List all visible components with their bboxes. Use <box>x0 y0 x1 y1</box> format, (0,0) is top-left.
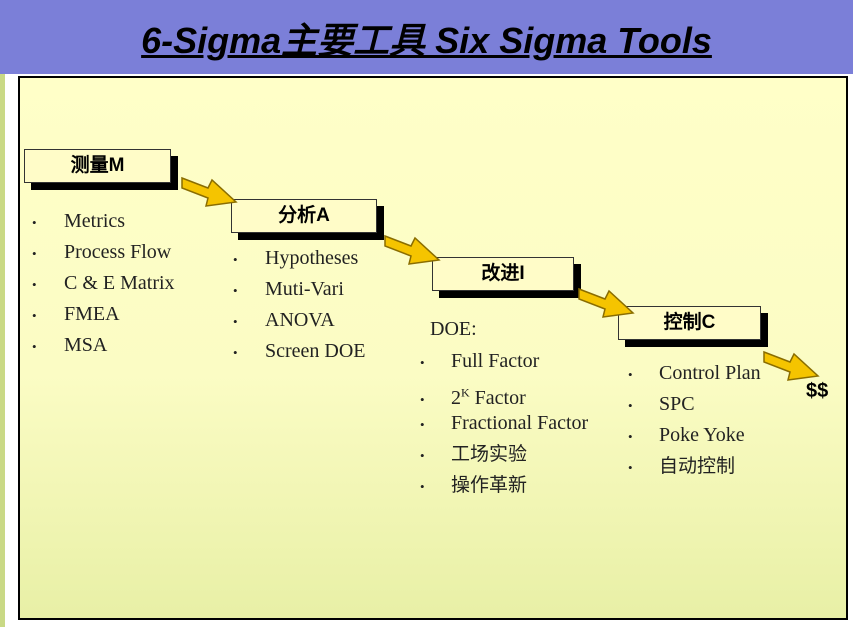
doe-label: DOE: <box>430 318 477 340</box>
list-item: •Screen DOE <box>233 340 366 362</box>
step-control-box: 控制C <box>618 306 761 340</box>
improve-tool-list: •Full Factor •2K Factor •Fractional Fact… <box>420 346 588 501</box>
title-bar <box>0 0 853 74</box>
list-item: •ANOVA <box>233 309 335 331</box>
list-item: •FMEA <box>32 303 120 325</box>
list-item: •Metrics <box>32 210 126 232</box>
list-item: •SPC <box>628 393 695 415</box>
step-improve-box: 改进I <box>432 257 574 291</box>
arrow-control-to-money-icon <box>763 350 820 381</box>
list-item: •Process Flow <box>32 241 172 263</box>
list-item: •Control Plan <box>628 362 761 384</box>
left-edge-strip <box>0 74 5 627</box>
list-item: •自动控制 <box>628 455 736 477</box>
step-analyze-box: 分析A <box>231 199 377 233</box>
control-tool-list: •Control Plan •SPC •Poke Yoke •自动控制 <box>628 358 761 482</box>
list-item: •操作革新 <box>420 474 528 496</box>
arrow-measure-to-analyze-icon <box>181 176 238 207</box>
result-money: $$ <box>806 380 829 402</box>
list-item: •MSA <box>32 334 108 356</box>
measure-tool-list: •Metrics •Process Flow •C & E Matrix •FM… <box>32 206 175 361</box>
list-item: •工场实验 <box>420 443 528 465</box>
step-measure-box: 测量M <box>24 149 171 183</box>
list-item: •Hypotheses <box>233 247 359 269</box>
list-item: •C & E Matrix <box>32 272 175 294</box>
slide-title: 6-Sigma主要工具 Six Sigma Tools <box>141 20 712 61</box>
analyze-tool-list: •Hypotheses •Muti-Vari •ANOVA •Screen DO… <box>233 243 366 367</box>
arrow-improve-to-control-icon <box>578 287 635 318</box>
arrow-analyze-to-improve-icon <box>384 234 441 265</box>
list-item: •Muti-Vari <box>233 278 344 300</box>
list-item: •2K Factor <box>420 385 526 409</box>
list-item: •Poke Yoke <box>628 424 745 446</box>
list-item: •Full Factor <box>420 350 540 372</box>
list-item: •Fractional Factor <box>420 412 589 434</box>
